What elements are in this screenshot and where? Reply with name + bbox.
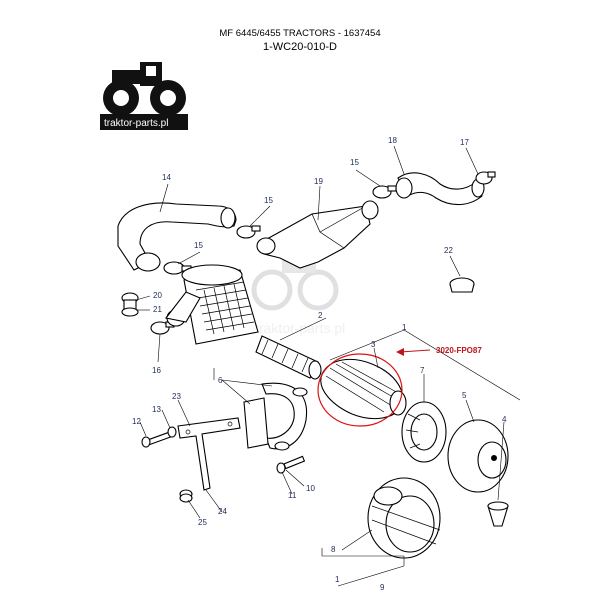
callout-17: 17 [460, 138, 469, 147]
callout-23: 23 [172, 392, 181, 401]
cover-part [447, 419, 509, 493]
callout-15: 15 [194, 241, 203, 250]
callout-21: 21 [153, 305, 162, 314]
air-cleaner-housing-part [165, 264, 259, 345]
callout-19: 19 [314, 177, 323, 186]
callout-15: 15 [350, 158, 359, 167]
callout-4: 4 [502, 415, 507, 424]
callout-12: 12 [132, 417, 141, 426]
safety-element-tube-part [255, 335, 322, 380]
callout-3: 3 [371, 340, 376, 349]
cap-part [449, 277, 475, 293]
logo-text: traktor-parts.pl [104, 118, 168, 129]
callout-5: 5 [462, 391, 467, 400]
fasteners-part [141, 426, 306, 503]
callout-labels: 1 1 2 3 4 5 6 7 8 9 10 11 12 13 14 15 15… [132, 136, 507, 592]
callout-24: 24 [218, 507, 227, 516]
grommet-part [121, 292, 139, 317]
callout-8: 8 [331, 545, 336, 554]
callout-22: 22 [444, 246, 453, 255]
reference-code-label: 3020-FPO87 [436, 346, 482, 355]
callout-1: 1 [402, 323, 407, 332]
callout-10: 10 [306, 484, 315, 493]
callout-1: 1 [335, 575, 340, 584]
reference-arrow [396, 348, 431, 356]
leader-lines [135, 145, 521, 587]
tractor-logo-icon: traktor-parts.pl [100, 62, 188, 130]
watermark-overlay-text: traktor-parts.pl [255, 320, 345, 336]
callout-11: 11 [288, 491, 297, 500]
mounting-bracket-part [177, 417, 241, 491]
callout-9: 9 [380, 583, 385, 592]
band-strap-part [243, 382, 308, 451]
intake-hose-part [117, 202, 237, 272]
elbow-hose-part [395, 172, 485, 206]
callout-18: 18 [388, 136, 397, 145]
callout-20: 20 [153, 291, 162, 300]
dust-valve-part [487, 501, 509, 527]
callout-2: 2 [318, 311, 323, 320]
filter-element-part [317, 353, 407, 427]
air-cleaner-assembly-part [367, 477, 441, 559]
callout-6: 6 [218, 376, 223, 385]
end-cap-part [401, 401, 447, 463]
header-diagram-code: 1-WC20-010-D [263, 41, 337, 53]
callout-15: 15 [264, 196, 273, 205]
highlight-circle [317, 353, 403, 427]
callout-14: 14 [162, 173, 171, 182]
air-duct-part [256, 200, 379, 269]
header-title: MF 6445/6455 TRACTORS - 1637454 [219, 28, 381, 39]
callout-7: 7 [420, 366, 425, 375]
callout-25: 25 [198, 518, 207, 527]
callout-13: 13 [152, 405, 161, 414]
callout-16: 16 [152, 366, 161, 375]
